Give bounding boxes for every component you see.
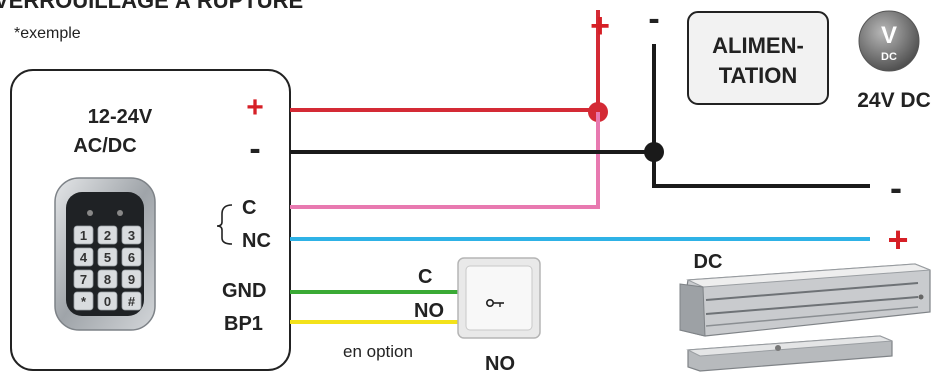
keypad-key [73,247,94,267]
dc-voltage-badge-icon: V DC [858,10,920,72]
supply-voltage-label: 24V DC [857,89,931,112]
reader-nc-terminal: NC [242,230,271,252]
keypad-key [97,225,118,245]
keypad-key [73,269,94,289]
reader-plus-terminal: + [246,91,264,124]
reader-gnd-terminal: GND [222,280,266,302]
red-wire [290,10,600,112]
keypad-keys: 1 2 3 4 5 6 7 8 9 * 0 # [73,225,142,311]
keypad-key-label: 2 [104,228,111,243]
keypad-key-label: 6 [128,250,135,265]
supply-plus-label: + [590,7,610,45]
supply-minus-label: - [648,0,659,38]
keypad-key-label: 9 [128,272,135,287]
keypad-key [73,225,94,245]
keypad-key-label: 0 [104,294,111,309]
keypad-key [97,291,118,311]
lock-plus-label: + [887,219,908,260]
keypad-reader-icon: 1 2 3 4 5 6 7 8 9 * 0 # [54,177,156,331]
badge-sub: DC [881,51,897,63]
power-supply-box [687,11,829,105]
lock-dc-label: DC [694,251,723,273]
keypad-key-label: 4 [80,250,88,265]
black-junction [644,142,664,162]
keypad-key [121,269,142,289]
reader-bp1-terminal: BP1 [224,313,263,335]
keypad-key [121,247,142,267]
button-no-label: NO [414,300,444,322]
keypad-key [73,291,94,311]
magnetic-lock-icon [679,263,931,372]
lock-minus-label: - [890,167,902,208]
button-caption: NO [485,353,515,373]
example-note: *exemple [14,25,81,42]
power-supply-label-line1: ALIMEN- [712,33,804,58]
badge-letter: V [881,22,897,49]
reader-voltage-line1: 12-24V [88,106,153,128]
keypad-key [97,247,118,267]
keypad-key-label: # [128,294,136,309]
keypad-key-label: 1 [80,228,87,243]
keypad-key-label: 8 [104,272,111,287]
button-c-label: C [418,266,432,288]
reader-minus-terminal: - [249,130,260,168]
keypad-key [121,291,142,311]
keypad-key [97,269,118,289]
c-nc-bracket [216,204,233,245]
pink-wire [290,112,600,209]
reader-c-terminal: C [242,197,256,219]
keypad-key-label: * [81,294,87,309]
black-supply-wire [652,44,870,188]
diagram-title: VERROUILLAGE À RUPTURE [0,0,303,13]
keypad-key-label: 3 [128,228,135,243]
reader-voltage-line2: AC/DC [73,135,136,157]
exit-push-button-icon [457,257,541,339]
power-supply-label-line2: TATION [719,63,798,88]
optional-note: en option [343,342,413,361]
keypad-key-label: 5 [104,250,111,265]
keypad-key [121,225,142,245]
keypad-key-label: 7 [80,272,87,287]
